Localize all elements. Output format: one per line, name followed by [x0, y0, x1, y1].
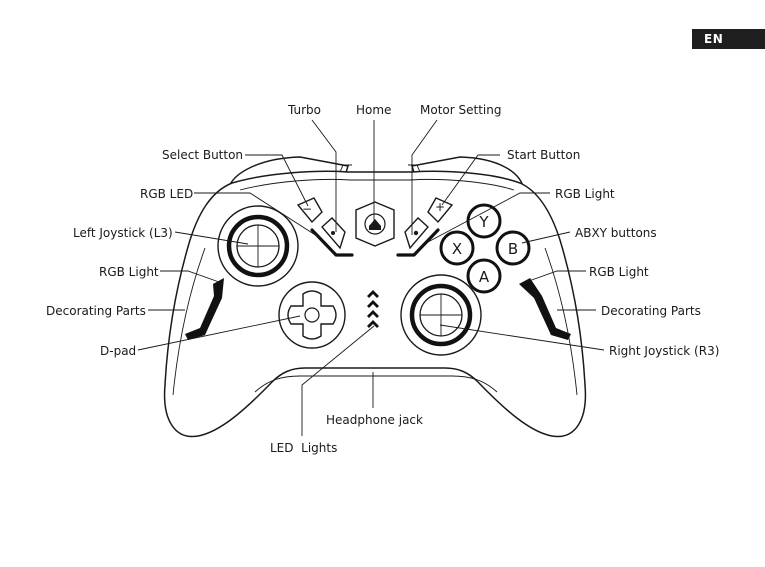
controller-body: [165, 157, 586, 437]
home-button[interactable]: [356, 202, 394, 246]
b-button[interactable]: B: [497, 232, 529, 264]
left-joystick[interactable]: [218, 206, 298, 286]
label-select-button: Select Button: [162, 148, 243, 162]
dpad[interactable]: [279, 282, 345, 348]
turbo-dot-icon: [331, 231, 335, 235]
x-label: X: [452, 240, 462, 258]
motor-dot-icon: [414, 231, 418, 235]
label-dpad: D-pad: [100, 344, 136, 358]
label-start-button: Start Button: [507, 148, 580, 162]
y-button[interactable]: Y: [468, 205, 500, 237]
label-headphone-jack: Headphone jack: [326, 413, 423, 427]
label-decorating-parts-right: Decorating Parts: [601, 304, 701, 318]
a-label: A: [479, 268, 490, 286]
label-rgb-led: RGB LED: [140, 187, 193, 201]
label-led-lights: LED Lights: [270, 441, 337, 455]
label-abxy-buttons: ABXY buttons: [575, 226, 657, 240]
right-joystick[interactable]: [401, 275, 481, 355]
a-button[interactable]: A: [468, 260, 500, 292]
label-left-joystick: Left Joystick (L3): [73, 226, 173, 240]
x-button[interactable]: X: [441, 232, 473, 264]
label-right-joystick: Right Joystick (R3): [609, 344, 719, 358]
label-motor-setting: Motor Setting: [420, 103, 501, 117]
label-decorating-parts-left: Decorating Parts: [46, 304, 146, 318]
label-rgb-light-top-right: RGB Light: [555, 187, 615, 201]
label-rgb-light-left: RGB Light: [99, 265, 159, 279]
b-label: B: [508, 240, 518, 258]
y-label: Y: [478, 213, 489, 231]
start-glyph: +: [435, 200, 445, 214]
label-turbo: Turbo: [287, 103, 321, 117]
label-home: Home: [356, 103, 391, 117]
label-rgb-light-right: RGB Light: [589, 265, 649, 279]
bottom-inner-line: [255, 376, 497, 392]
